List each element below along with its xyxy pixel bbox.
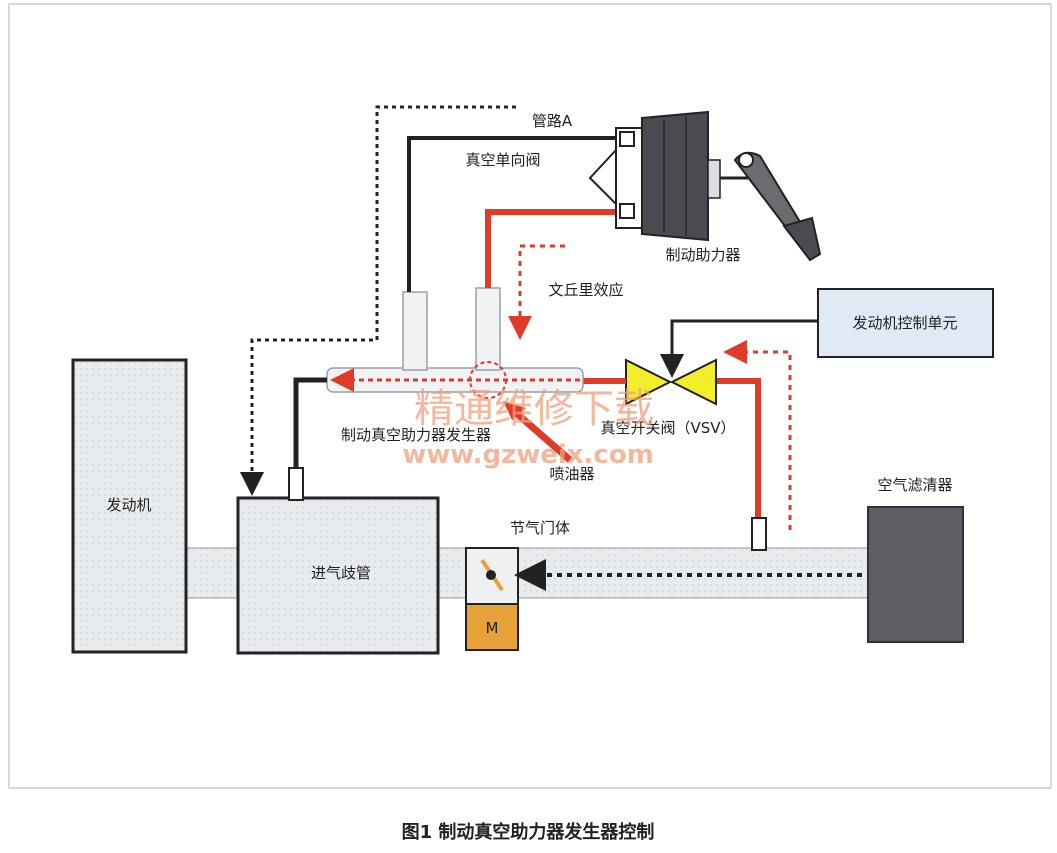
pipe-a-label: 管路A: [532, 112, 573, 130]
intake-manifold-label: 进气歧管: [311, 564, 371, 582]
watermark-line1: 精通维修下载: [414, 386, 654, 432]
pipe-a-line: [407, 136, 616, 292]
check-valve-label: 真空单向阀: [465, 151, 540, 169]
intake-manifold-box: [236, 496, 440, 655]
throttle-body-box: [465, 547, 519, 605]
booster-port-top: [619, 131, 635, 147]
ecu-signal-line: [660, 319, 818, 378]
venturi-label: 文丘里效应: [548, 281, 623, 299]
throttle-pivot-icon: [486, 570, 496, 580]
injector-label: 喷油器: [549, 465, 594, 483]
brake-pedal-pad: [782, 216, 822, 262]
brake-booster-label: 制动助力器: [665, 246, 740, 264]
vacuum-generator-label: 制动真空助力器发生器: [341, 426, 491, 444]
vsv-label: 真空开关阀（VSV）: [600, 419, 735, 437]
manifold-pipe-tap: [288, 467, 304, 501]
outer-frame: [8, 3, 1052, 789]
generator-to-manifold-line: [293, 377, 327, 480]
venturi-arrow: [508, 244, 565, 340]
venturi-zone: [469, 361, 507, 399]
booster-pushrod-housing: [707, 159, 721, 199]
motor-box: [465, 603, 519, 651]
generator-port-right: [475, 287, 501, 371]
injector-pointer-head: [503, 401, 526, 420]
vsv-valve-right: [669, 358, 717, 406]
vsv-feed-line: [716, 378, 761, 520]
booster-to-generator-line: [485, 209, 616, 288]
vacuum-flow-arrow: [240, 105, 516, 496]
vsv-pipe-tap: [751, 517, 767, 551]
generator-port-left: [402, 291, 428, 371]
air-filter-label: 空气滤清器: [877, 476, 952, 494]
vsv-flow-arrow: [723, 340, 792, 530]
booster-port-bottom: [619, 203, 635, 219]
engine-label: 发动机: [106, 496, 151, 514]
injector-pointer: [512, 409, 573, 463]
ecu-box: [817, 288, 994, 358]
brake-booster-body: [641, 110, 709, 242]
motor-label: M: [486, 619, 499, 637]
ecu-label: 发动机控制单元: [852, 314, 957, 332]
pedal-pivot-icon: [738, 152, 754, 168]
figure-caption: 图1 制动真空助力器发生器控制: [402, 821, 655, 843]
watermark-line2: www.gzweix.com: [402, 440, 654, 470]
throttle-body-label: 节气门体: [510, 519, 570, 537]
booster-bracket: [588, 149, 617, 205]
air-filter-box: [867, 506, 964, 643]
engine-box: [71, 358, 188, 654]
